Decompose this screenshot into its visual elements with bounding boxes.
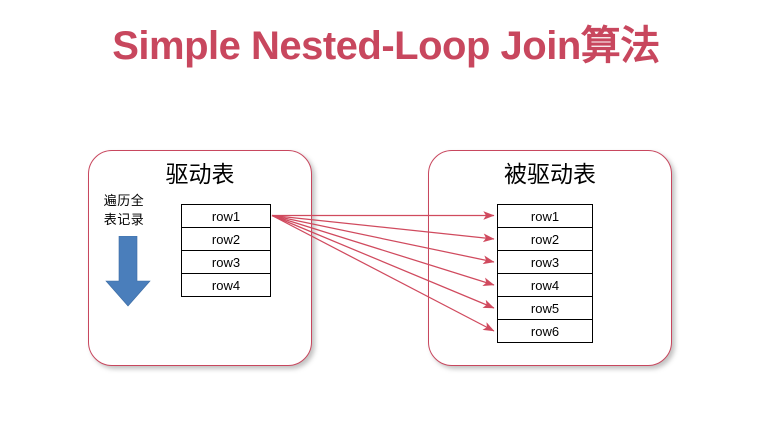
arrow-down-icon bbox=[105, 236, 151, 307]
table-row: row3 bbox=[498, 251, 592, 274]
table-row: row6 bbox=[498, 320, 592, 343]
page-title: Simple Nested-Loop Join算法 bbox=[112, 24, 660, 68]
table-row: row3 bbox=[182, 251, 270, 274]
table-row: row1 bbox=[182, 205, 270, 228]
traverse-label-line-1: 遍历全 bbox=[103, 193, 145, 208]
table-row: row2 bbox=[498, 228, 592, 251]
table-row: row4 bbox=[498, 274, 592, 297]
table-row: row5 bbox=[498, 297, 592, 320]
traverse-label-line-2: 表记录 bbox=[103, 211, 145, 227]
driving-table-rows: row1 row2 row3 row4 bbox=[181, 204, 271, 297]
driven-table-rows: row1 row2 row3 row4 row5 row6 bbox=[497, 204, 593, 343]
driving-table-heading: 驱动表 bbox=[165, 161, 235, 187]
table-row: row4 bbox=[182, 274, 270, 297]
table-row: row2 bbox=[182, 228, 270, 251]
traverse-full-table-label: 遍历全 表记录 bbox=[92, 192, 156, 230]
table-row: row1 bbox=[498, 205, 592, 228]
driven-table-heading: 被驱动表 bbox=[504, 161, 596, 187]
